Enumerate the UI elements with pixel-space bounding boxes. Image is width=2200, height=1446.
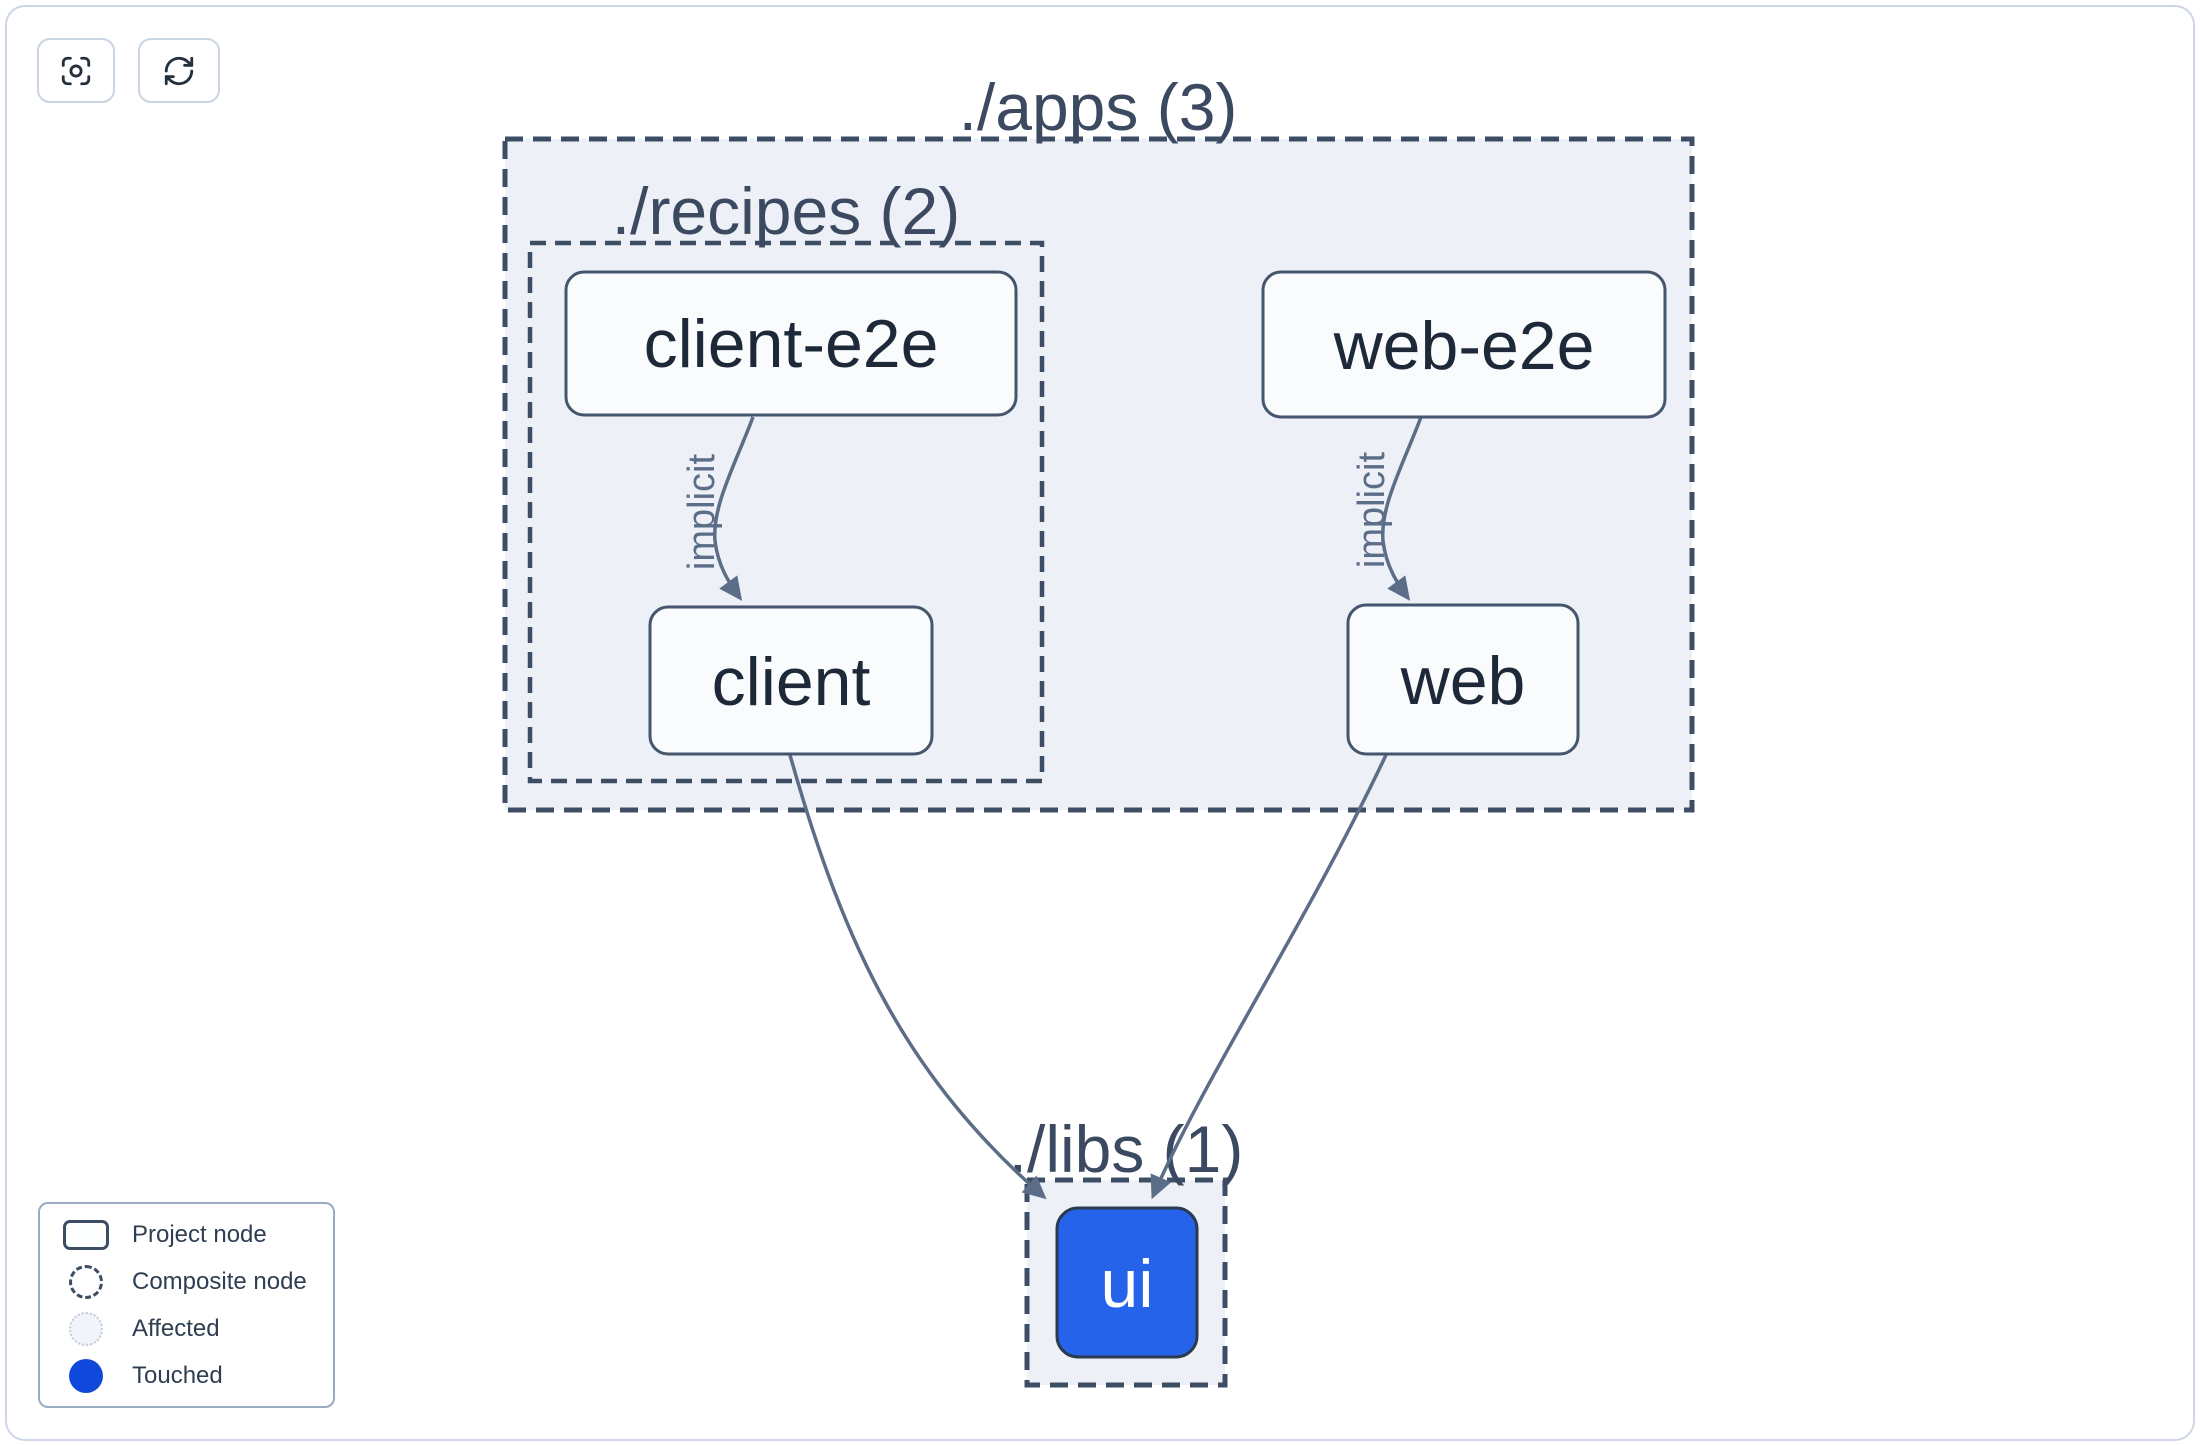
legend-item-affected: Affected (40, 1305, 333, 1352)
edge-web-to-ui[interactable] (1150, 754, 1388, 1200)
focus-icon (61, 56, 91, 85)
project-node-client[interactable]: client (648, 605, 934, 756)
touched-swatch (69, 1358, 103, 1393)
legend-label: Project node (132, 1220, 267, 1248)
legend-item-project-node: Project node (40, 1211, 333, 1258)
edge-label-implicit-right: implicit (1351, 452, 1393, 569)
edge-web-e2e-to-web[interactable] (1381, 416, 1423, 601)
graph-toolbar (37, 38, 220, 103)
ui-label: ui (1101, 1246, 1154, 1322)
project-node-ui-touched[interactable]: ui (1055, 1206, 1199, 1359)
web-e2e-label: web-e2e (1333, 308, 1595, 384)
client-e2e-label: client-e2e (644, 306, 939, 382)
libs-group-label: ./libs (1) (1009, 1112, 1244, 1186)
project-node-web[interactable]: web (1346, 603, 1580, 756)
refresh-graph-button[interactable] (138, 38, 220, 103)
legend-label: Affected (132, 1314, 220, 1342)
center-graph-button[interactable] (37, 38, 115, 103)
edge-label-implicit-left: implicit (681, 454, 723, 571)
client-e2e-box (564, 270, 1018, 417)
edges: implicit implicit (681, 416, 1423, 1200)
affected-swatch (69, 1311, 103, 1346)
web-box (1346, 603, 1580, 756)
composite-node-swatch (69, 1264, 103, 1299)
client-label: client (712, 644, 871, 720)
web-label: web (1400, 643, 1526, 719)
client-box (648, 605, 934, 756)
web-e2e-box (1261, 270, 1667, 419)
legend-label: Composite node (132, 1267, 307, 1295)
project-node-client-e2e[interactable]: client-e2e (564, 270, 1018, 417)
graph-legend: Project node Composite node Affected Tou… (38, 1202, 335, 1408)
edge-client-e2e-to-client[interactable] (713, 416, 755, 601)
refresh-icon (164, 56, 194, 85)
legend-item-composite-node: Composite node (40, 1258, 333, 1305)
legend-item-touched: Touched (40, 1352, 333, 1399)
apps-group-label: ./apps (3) (959, 70, 1238, 144)
project-node-web-e2e[interactable]: web-e2e (1261, 270, 1667, 419)
project-node-swatch (63, 1219, 109, 1250)
recipes-group-label: ./recipes (2) (612, 174, 960, 248)
legend-label: Touched (132, 1361, 223, 1389)
edge-client-to-ui[interactable] (788, 754, 1047, 1200)
ui-box (1055, 1206, 1199, 1359)
